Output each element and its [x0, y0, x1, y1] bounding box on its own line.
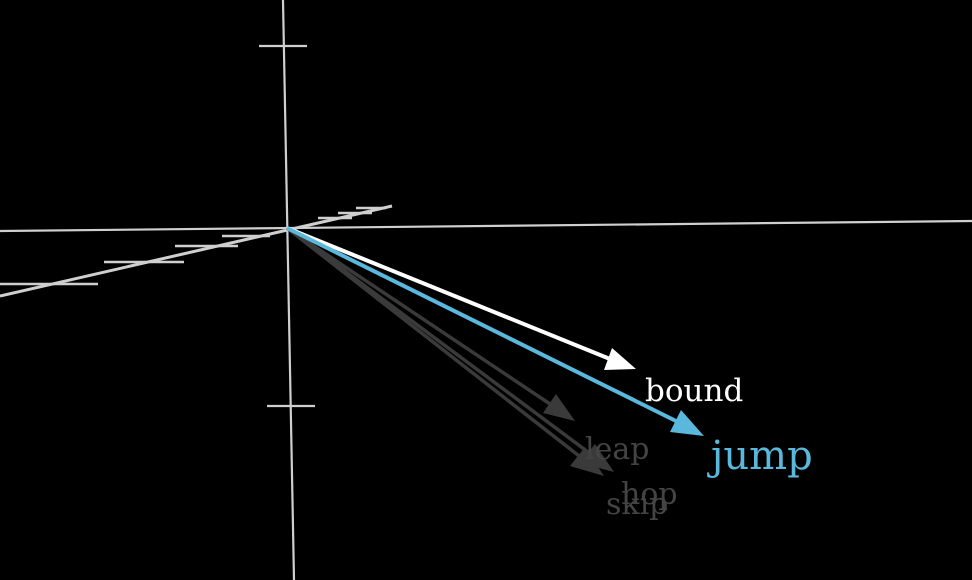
- vector-leap-arrowhead: [543, 394, 575, 421]
- vector-skip: [285, 226, 604, 476]
- vector-jump-arrowhead: [670, 410, 704, 436]
- vector-bound-arrowhead: [604, 348, 636, 370]
- vector-skip-shaft: [285, 226, 585, 461]
- vector-leap-shaft: [286, 226, 554, 408]
- label-skip: skip: [606, 487, 668, 522]
- vertical-axis: [281, 0, 296, 580]
- horizontal-axis: [0, 219, 972, 233]
- vector-bound-shaft: [286, 226, 611, 361]
- vector-bound: [286, 226, 636, 370]
- vector-jump-shaft: [286, 226, 681, 425]
- depth-axis-ticks: [0, 206, 386, 286]
- vector-skip-arrowhead: [570, 447, 604, 476]
- label-jump: jump: [707, 433, 813, 479]
- label-hop: hop: [621, 477, 678, 512]
- vector-leap: [286, 226, 575, 421]
- label-bound: bound: [645, 373, 743, 409]
- faded-vectors: [285, 226, 614, 476]
- vector-jump: [286, 226, 704, 436]
- vector-labels: leap hop skip bound jump: [585, 373, 813, 522]
- depth-axis: [0, 204, 393, 298]
- label-leap: leap: [585, 432, 649, 467]
